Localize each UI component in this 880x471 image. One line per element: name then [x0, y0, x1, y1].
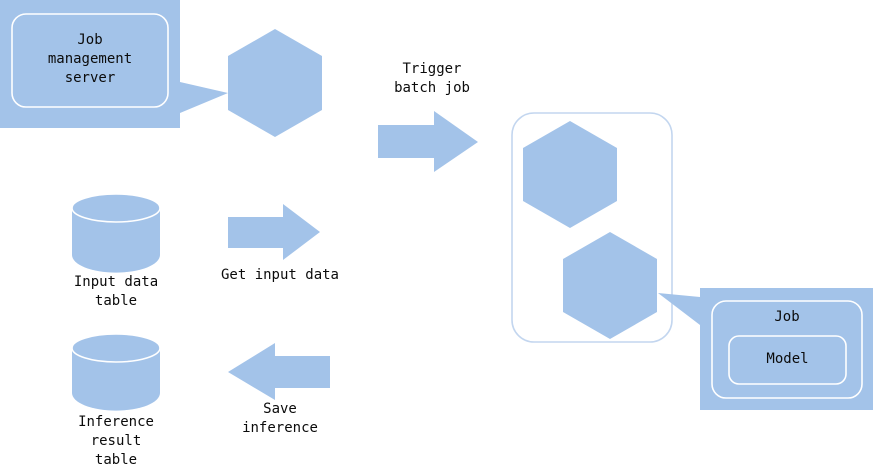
- inference-result-table-shape[interactable]: [71, 333, 161, 411]
- job-management-server-label: Job management server: [47, 32, 133, 86]
- model-box-outline: [728, 335, 847, 385]
- inference-result-table-label: Inference result table: [78, 414, 154, 468]
- get-input-data-label: Get input data: [220, 267, 339, 283]
- cluster-container-shape[interactable]: [511, 112, 673, 343]
- job-callout-shape: [658, 288, 873, 410]
- job-callout-label: Job: [774, 309, 800, 325]
- job-management-server-callout-shape: [0, 0, 228, 128]
- input-data-table-label: Input data table: [73, 274, 159, 309]
- save-inference-arrow-shape: [228, 343, 330, 400]
- save-inference-label: Save inference: [242, 401, 318, 436]
- model-box-label: Model: [766, 351, 809, 367]
- cluster-hexagon-top-shape[interactable]: [523, 121, 617, 228]
- get-input-data-arrow-shape: [228, 204, 320, 260]
- job-outer-outline: [711, 300, 863, 399]
- server-hexagon-shape[interactable]: [228, 29, 322, 137]
- trigger-batch-job-label: Trigger batch job: [394, 61, 470, 96]
- job-management-server-node[interactable]: [0, 0, 228, 128]
- cluster-hexagon-bottom-shape[interactable]: [563, 232, 657, 339]
- job-callout-node[interactable]: [658, 288, 873, 410]
- trigger-batch-job-arrow-shape: [378, 111, 478, 172]
- job-management-server-inner-outline: [11, 13, 169, 108]
- input-data-table-shape[interactable]: [71, 193, 161, 273]
